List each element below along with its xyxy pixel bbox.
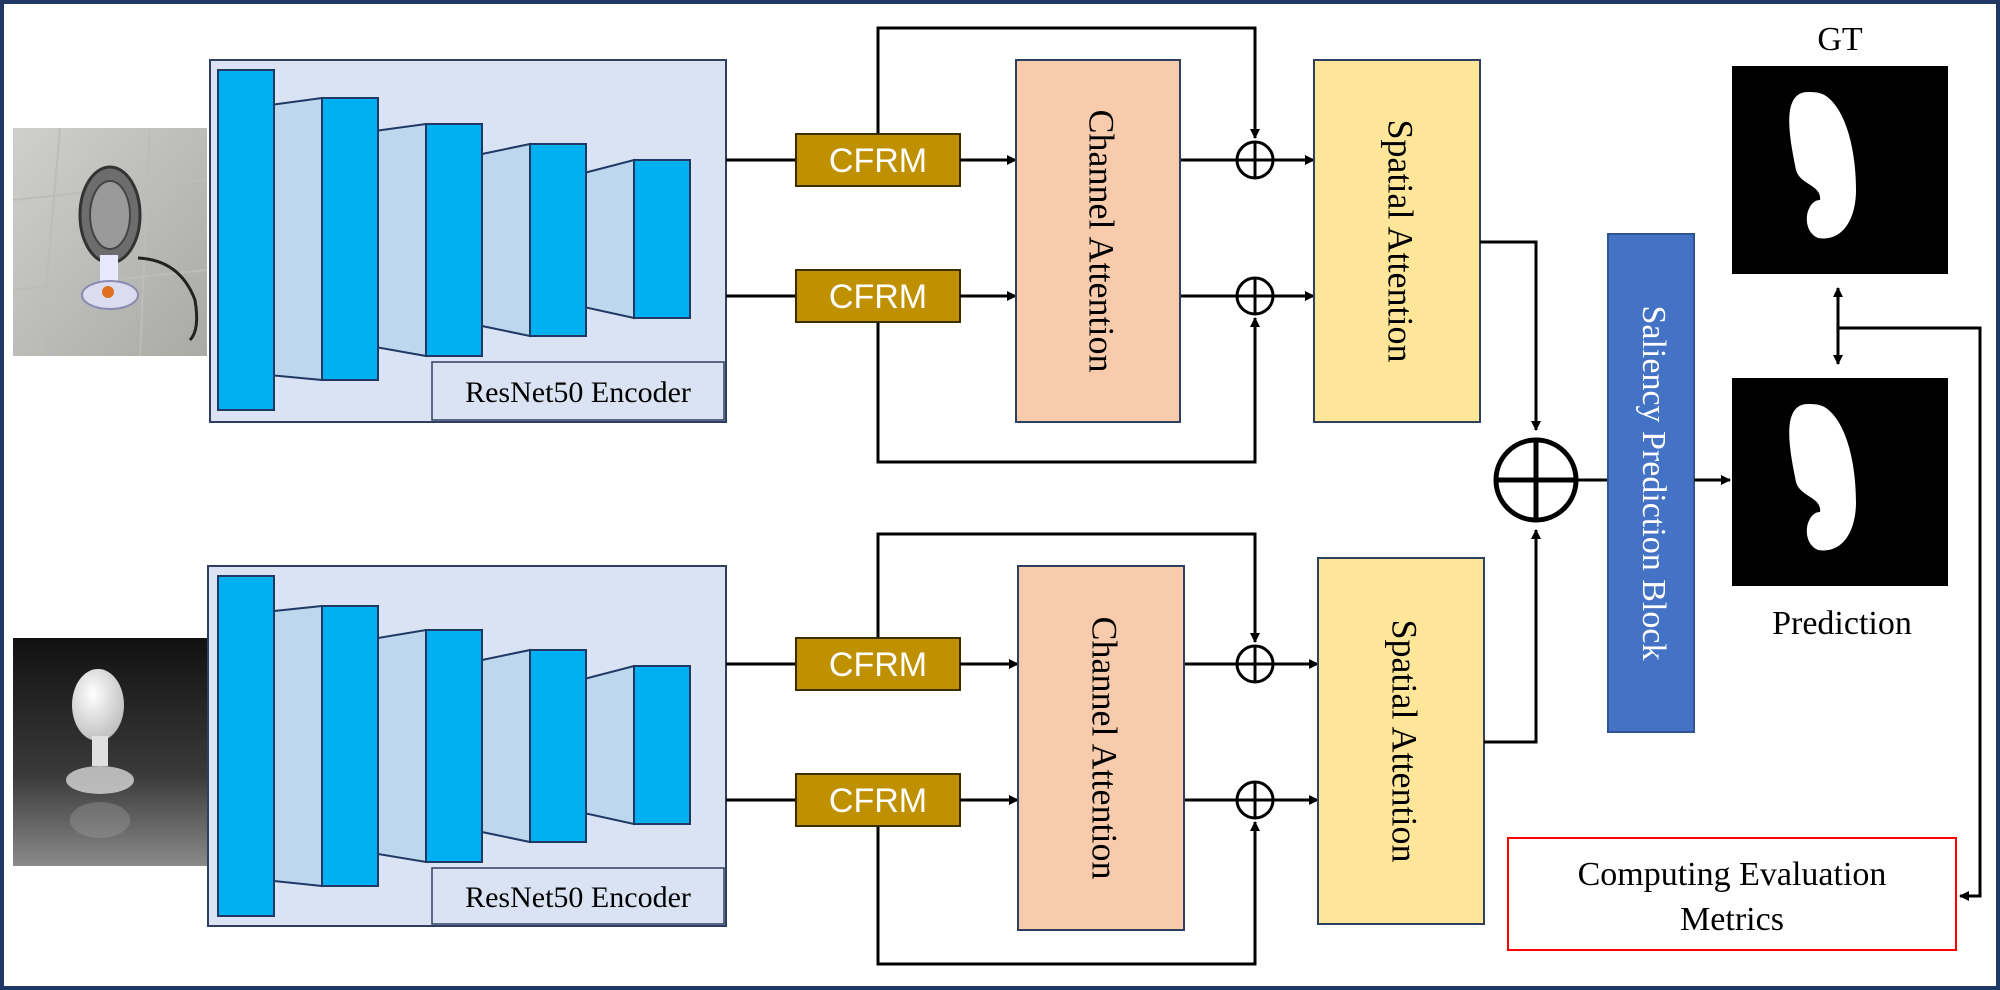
encoder-layer-4 — [529, 649, 587, 843]
residual-sum-node-2 — [1235, 780, 1275, 820]
prediction-mask — [1732, 378, 1948, 586]
rgb-input-image — [12, 127, 208, 357]
residual-sum-node-1 — [1235, 644, 1275, 684]
encoder-connection-trapezoid — [585, 158, 635, 320]
encoder-layer-5 — [633, 665, 691, 825]
depth-input-image — [13, 638, 207, 866]
channel-attention-block — [1017, 565, 1185, 931]
spatial-attention-label: Spatial Attention — [1385, 620, 1425, 863]
encoder-label: ResNet50 Encoder — [465, 881, 691, 914]
residual-sum-node-2 — [1235, 276, 1275, 316]
encoder-layer-2 — [321, 605, 379, 887]
saliency-prediction-block: Saliency Prediction Block — [1607, 233, 1695, 733]
ground-truth-mask — [1732, 66, 1948, 274]
residual-sum-node-1 — [1235, 140, 1275, 180]
spatial-attention-block — [1313, 59, 1481, 423]
encoder-layer-3 — [425, 123, 483, 357]
attention-branch-1: CFRM CFRM Channel Attention Spatial Attenti… — [726, 26, 1481, 464]
encoder-connection-trapezoid — [585, 664, 635, 826]
encoder-layer-1 — [217, 575, 275, 917]
saliency-label: Saliency Prediction Block — [1635, 305, 1672, 660]
encoder-1: ResNet50 Encoder — [209, 59, 727, 423]
cfrm-label: CFRM — [829, 142, 927, 180]
encoder-layer-5 — [633, 159, 691, 319]
encoder-layer-1 — [217, 69, 275, 411]
cfrm-label: CFRM — [829, 278, 927, 316]
encoder-connection-trapezoid — [377, 628, 427, 864]
residual-skip-arrow-top — [876, 532, 1260, 643]
cfrm-block-1 — [795, 133, 961, 187]
encoder-connection-trapezoid — [481, 648, 531, 844]
spatial1-to-fusion-arrow — [1480, 240, 1541, 431]
encoder-connection-trapezoid — [481, 142, 531, 338]
spatial-attention-label: Spatial Attention — [1381, 120, 1421, 363]
eval-label-line-2: Metrics — [1680, 901, 1784, 938]
encoder-connection-trapezoid — [377, 122, 427, 358]
cfrm-block-2 — [795, 269, 961, 323]
spatial2-to-fusion-arrow — [1484, 529, 1541, 744]
encoder-label-box — [431, 361, 725, 421]
encoder-layer-2 — [321, 97, 379, 381]
channel-attention-block — [1015, 59, 1181, 423]
encoder-label: ResNet50 Encoder — [465, 376, 691, 409]
fusion-sum-node — [1493, 437, 1579, 523]
gt-label: GT — [1817, 21, 1863, 58]
attention-branch-2: CFRM CFRM Channel Attention Spatial Attenti… — [726, 532, 1485, 966]
residual-skip-arrow-top — [876, 26, 1260, 139]
cfrm-label: CFRM — [829, 782, 927, 820]
encoder-connection-trapezoid — [273, 604, 323, 888]
cfrm-block-1 — [795, 637, 961, 691]
channel-attention-label: Channel Attention — [1085, 617, 1125, 880]
encoder-layer-3 — [425, 629, 483, 863]
evaluation-metrics-box: Computing Evaluation Metrics — [1507, 837, 1957, 951]
eval-label-line-1: Computing Evaluation — [1578, 856, 1887, 893]
encoder-label-box — [431, 867, 725, 925]
prediction-label: Prediction — [1772, 605, 1912, 642]
encoder-layer-4 — [529, 143, 587, 337]
residual-skip-arrow-bottom — [876, 821, 1260, 966]
cfrm-label: CFRM — [829, 646, 927, 684]
channel-attention-label: Channel Attention — [1082, 110, 1122, 373]
residual-skip-arrow-bottom — [876, 317, 1260, 464]
encoder-connection-trapezoid — [273, 96, 323, 382]
compare-to-evaluation-arrow — [1838, 326, 1982, 901]
encoder-2: ResNet50 Encoder — [207, 565, 727, 927]
